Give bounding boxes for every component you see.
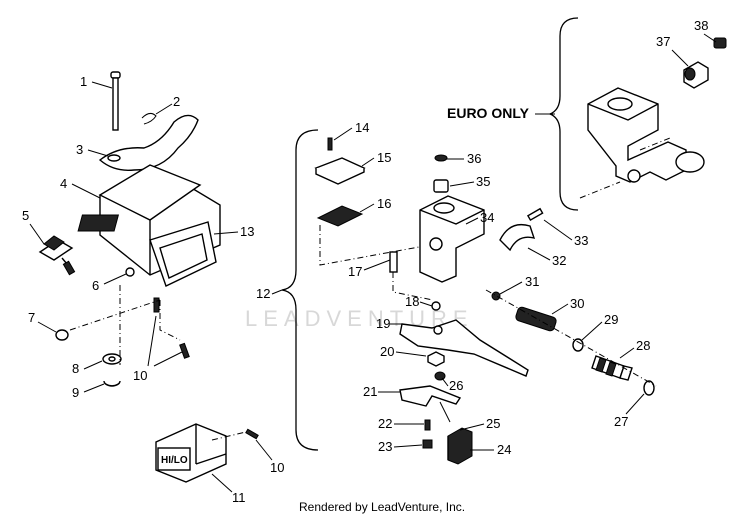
callout-label: 30 [570,296,584,311]
callout-label: 3 [76,142,83,157]
callout-label: 20 [380,344,394,359]
o-ring-part [572,338,584,352]
switch-bracket [399,385,462,407]
callout-label: 7 [28,310,35,325]
pivot-pin [427,351,445,367]
callout-label: 21 [363,384,377,399]
euro-switch-part [683,61,709,89]
callout-label: 38 [694,18,708,33]
callout-label: 32 [552,253,566,268]
callout-label: 11 [232,490,246,505]
euro-cylinder-body [587,87,687,183]
callout-label: 31 [525,274,539,289]
callout-label: 36 [467,151,481,166]
callout-label: 26 [449,378,463,393]
clamp-bracket [98,114,199,171]
callout-label: 23 [378,439,392,454]
euro-brace [548,17,579,211]
callout-label: 29 [604,312,618,327]
callout-label: 34 [480,210,494,225]
callout-label: 15 [377,150,391,165]
brace-12 [281,129,319,451]
grommet-part [125,267,135,277]
long-bolt [110,71,121,131]
callout-label: 27 [614,414,628,429]
cover-screw [327,137,333,151]
callout-label: 5 [22,208,29,223]
callout-label: 6 [92,278,99,293]
screw-part [245,428,259,440]
euro-only-group: EURO ONLY [447,17,727,211]
callout-label: 14 [355,120,369,135]
cylinder-cap [433,179,449,193]
circlip-part [643,380,655,396]
switch-housing-group [38,71,221,387]
callout-label: 19 [376,316,390,331]
nut-part [55,329,69,341]
master-cylinder-group [314,137,657,465]
callout-label: 1 [80,74,87,89]
euro-only-label: EURO ONLY [447,105,530,121]
callout-label: 9 [72,385,79,400]
euro-screw-part [713,37,727,49]
callout-label: 33 [574,233,588,248]
piston-assembly [591,355,633,381]
pivot-bolt [389,251,398,273]
callout-label: 17 [348,264,362,279]
screw-part [153,297,160,313]
handlebar-clamp [499,223,536,252]
lock-ring-part [103,380,121,387]
callout-label: 37 [656,34,670,49]
callout-label: 22 [378,416,392,431]
brake-light-switch [447,427,473,465]
callout-label: 2 [173,94,180,109]
callout-label: 10 [270,460,284,475]
screw-part [179,342,190,359]
bracket-nut [422,439,433,449]
button-knob [38,235,76,276]
hi-lo-switch: HI/LO [155,423,259,483]
diaphragm-part [316,205,364,227]
clamp-bolt [526,207,544,222]
callout-label: 16 [377,196,391,211]
callout-label: 10 [133,368,147,383]
watermark-text: LEADVENTURE [245,306,474,331]
callout-label: 28 [636,338,650,353]
bracket-screw [424,419,431,431]
callout-label: 18 [405,294,419,309]
bushing-part [431,301,441,311]
callout-label: 4 [60,176,67,191]
brake-lever [399,319,529,377]
callout-label: 13 [240,224,254,239]
callout-label: 24 [497,442,511,457]
footer-credit: Rendered by LeadVenture, Inc. [299,500,465,514]
hi-lo-label: HI/LO [161,455,188,466]
clip-part [141,112,157,125]
lever-nut [434,371,446,381]
callouts-layer: 1 2 3 4 5 6 7 8 9 10 10 11 12 [22,18,717,505]
return-spring [515,306,557,332]
callout-label: 25 [486,416,500,431]
seal-ring [434,154,448,162]
callout-label: 35 [476,174,490,189]
washer-part [491,291,501,301]
callout-label: 12 [256,286,270,301]
callout-label: 8 [72,361,79,376]
